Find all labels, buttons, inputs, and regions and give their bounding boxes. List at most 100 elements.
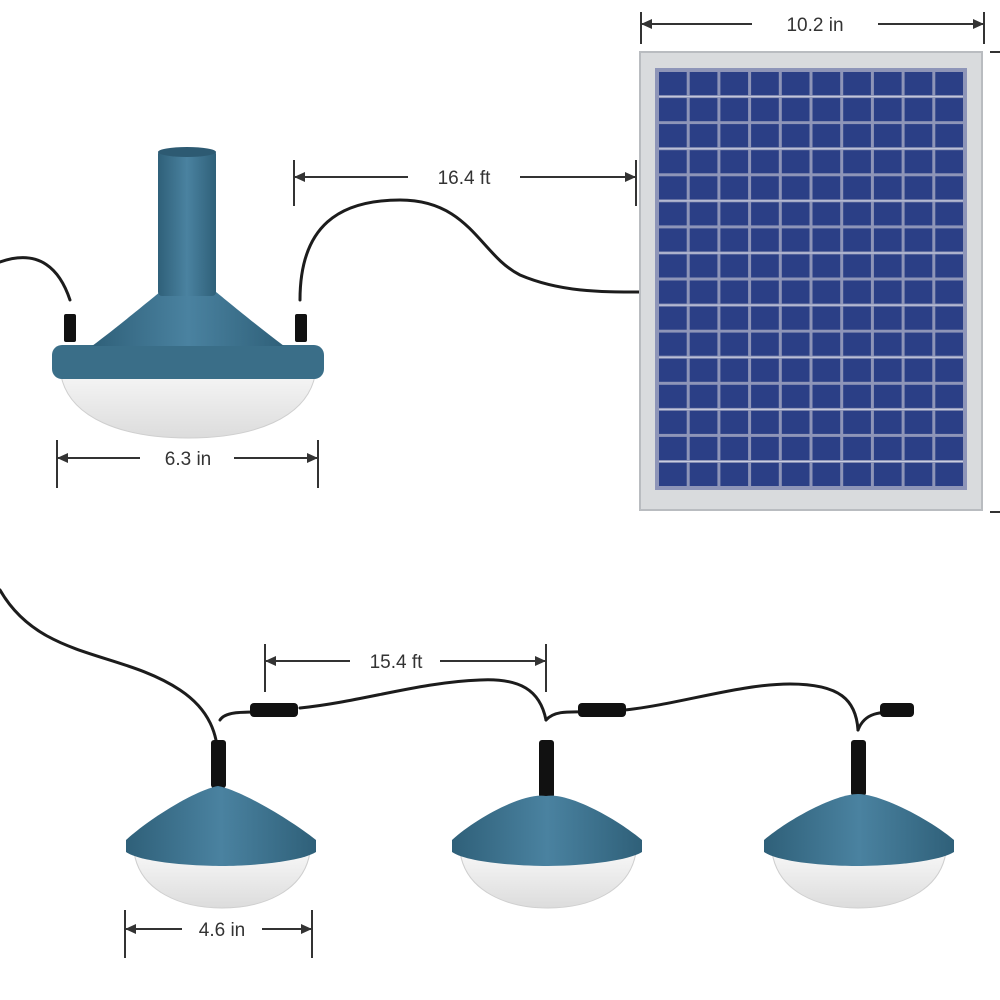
cables (0, 198, 902, 762)
solar-cell (689, 332, 718, 356)
panel-cable-label: 16.4 ft (438, 168, 492, 189)
main-lamp-stem-top (158, 147, 216, 157)
solar-cell (904, 280, 933, 304)
solar-cell (843, 176, 871, 200)
solar-cell (873, 280, 902, 304)
solar-cell (659, 384, 687, 408)
solar-cell (904, 436, 933, 460)
solar-cell (659, 436, 687, 460)
solar-cell (781, 280, 810, 304)
solar-cell (904, 150, 933, 174)
solar-cell (720, 358, 749, 382)
strain-relief-1 (211, 740, 226, 788)
solar-cell (720, 202, 749, 226)
small-lamp-2 (452, 795, 642, 909)
solar-cell (781, 228, 810, 252)
solar-cell (720, 436, 749, 460)
solar-panel (639, 51, 983, 511)
solar-cell (873, 436, 902, 460)
connector-left-main (64, 314, 76, 342)
solar-cell (935, 358, 963, 382)
cable-connectors (64, 314, 914, 798)
solar-cell (843, 72, 871, 96)
solar-cell (812, 124, 841, 148)
solar-cell (720, 280, 749, 304)
dimension-panel-height-partial (990, 51, 1000, 513)
main-lamp-rim (52, 345, 324, 379)
solar-cell (751, 254, 779, 278)
solar-cell (720, 150, 749, 174)
solar-cell (659, 72, 687, 96)
small-lamp-1 (126, 786, 316, 909)
strain-relief-2 (539, 740, 554, 798)
solar-cell (720, 384, 749, 408)
solar-cell (689, 98, 718, 122)
solar-cell (873, 462, 902, 486)
solar-cell (873, 72, 902, 96)
solar-cell (751, 202, 779, 226)
solar-cell (720, 332, 749, 356)
solar-cell (843, 228, 871, 252)
solar-cell (873, 254, 902, 278)
solar-cell (720, 228, 749, 252)
solar-cell (843, 280, 871, 304)
solar-cell (751, 72, 779, 96)
solar-cell (843, 124, 871, 148)
solar-cell (751, 98, 779, 122)
solar-cell (689, 280, 718, 304)
solar-cell (935, 202, 963, 226)
solar-cell (812, 254, 841, 278)
solar-cell (781, 254, 810, 278)
small-lamp-1-shade (126, 786, 316, 866)
solar-cell (751, 462, 779, 486)
solar-cell (659, 332, 687, 356)
solar-cell (873, 150, 902, 174)
cable-main-to-panel (298, 198, 642, 302)
solar-cell (904, 384, 933, 408)
solar-cell (751, 228, 779, 252)
solar-cell (720, 306, 749, 330)
solar-cell (812, 98, 841, 122)
solar-cell (812, 384, 841, 408)
solar-cell (935, 462, 963, 486)
solar-cell (720, 124, 749, 148)
solar-cell (689, 436, 718, 460)
strain-relief-3 (851, 740, 866, 796)
solar-cell (751, 306, 779, 330)
solar-cell (812, 202, 841, 226)
solar-cell (781, 98, 810, 122)
solar-cell (720, 410, 749, 434)
solar-cell (781, 462, 810, 486)
solar-cell (812, 280, 841, 304)
solar-cell (904, 358, 933, 382)
solar-cell (720, 176, 749, 200)
solar-cell (689, 462, 718, 486)
solar-cell (781, 436, 810, 460)
solar-cell (751, 358, 779, 382)
solar-cell (751, 332, 779, 356)
solar-cell (781, 384, 810, 408)
solar-cell (659, 124, 687, 148)
cable-chain-2 (298, 678, 548, 722)
solar-cell (659, 228, 687, 252)
solar-cell (689, 176, 718, 200)
solar-cell (781, 332, 810, 356)
solar-cell (873, 384, 902, 408)
solar-cell (781, 150, 810, 174)
solar-cell (812, 436, 841, 460)
solar-cell (843, 410, 871, 434)
solar-cell (812, 410, 841, 434)
solar-cell (720, 72, 749, 96)
solar-cell (935, 98, 963, 122)
solar-cell (935, 384, 963, 408)
solar-cell (689, 228, 718, 252)
small-lamp-width-label: 4.6 in (199, 920, 245, 941)
solar-cell (904, 462, 933, 486)
solar-cell (873, 98, 902, 122)
solar-cell (781, 176, 810, 200)
solar-cell (843, 202, 871, 226)
solar-cell (935, 332, 963, 356)
solar-cell (843, 436, 871, 460)
solar-cell (689, 150, 718, 174)
